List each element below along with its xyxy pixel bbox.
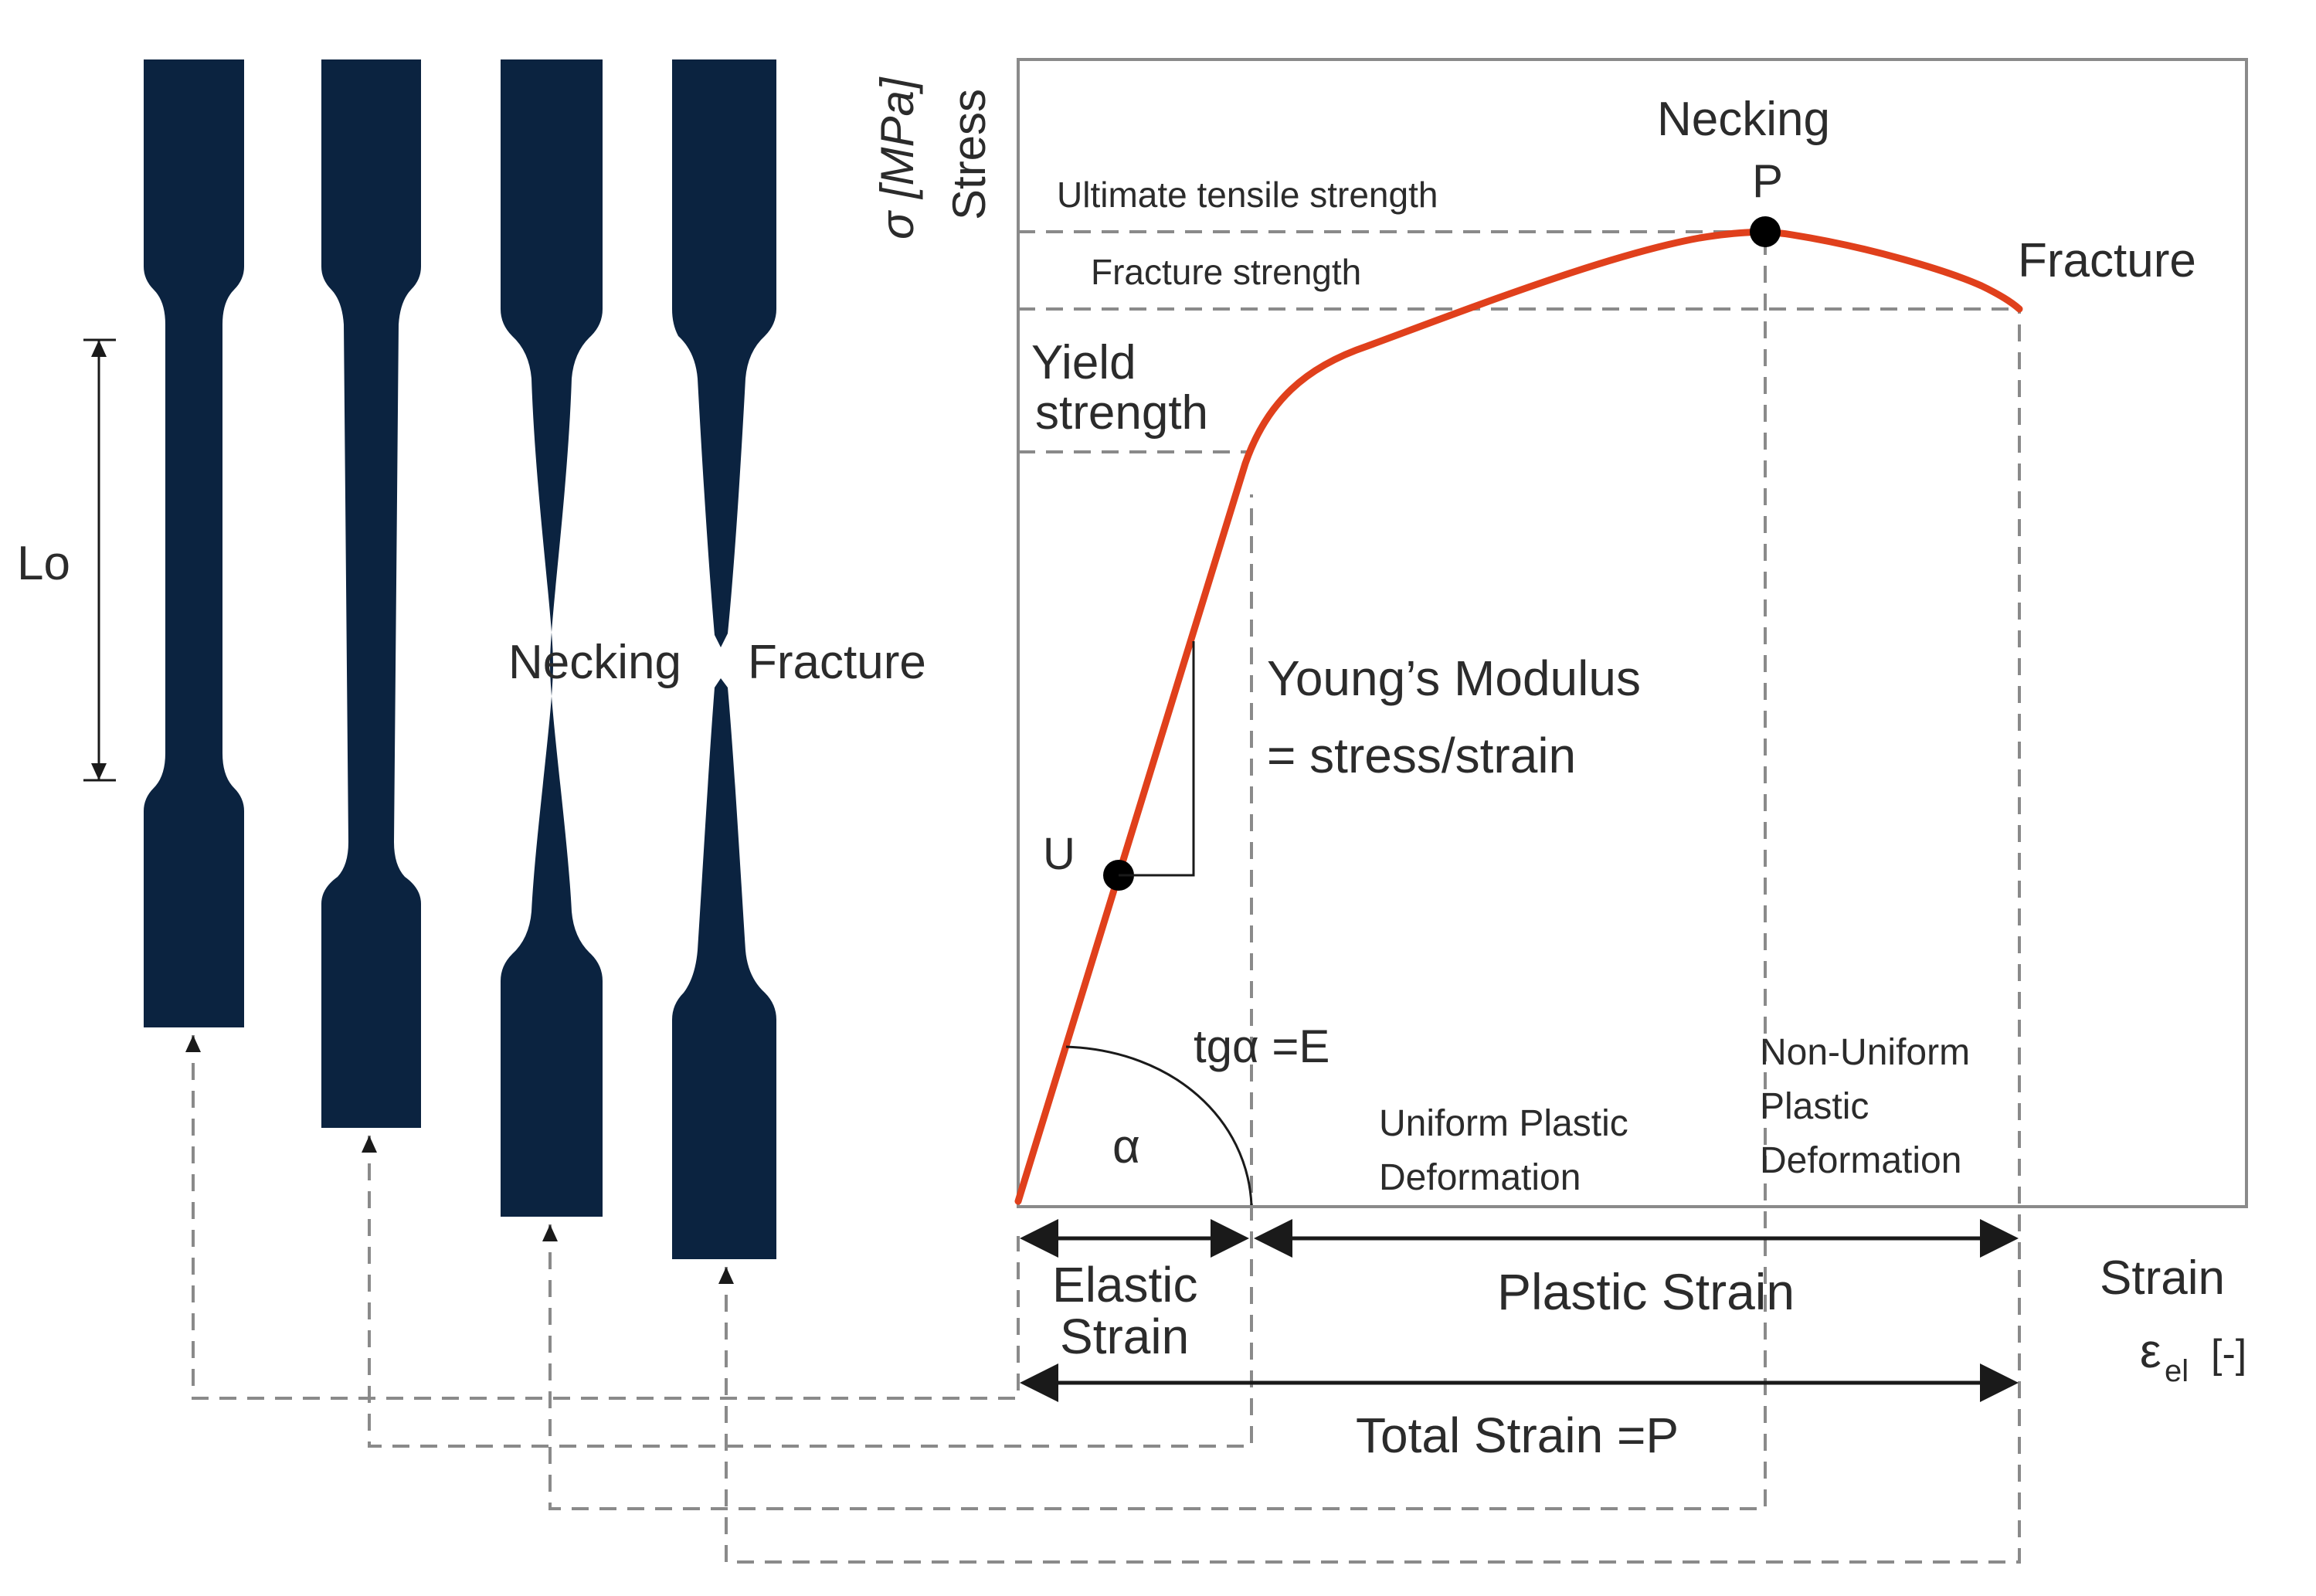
plot-frame bbox=[1017, 58, 2248, 1208]
axis-epsilon-subscript: el bbox=[2165, 1354, 2189, 1388]
youngs-modulus-line1: Young’s Modulus bbox=[1267, 650, 1641, 706]
gauge-arrow-down bbox=[91, 763, 107, 780]
axis-epsilon-symbol: ε bbox=[2140, 1325, 2161, 1378]
uniform-deformation-line1: Uniform Plastic bbox=[1379, 1103, 1628, 1144]
tga-label: tgα =E bbox=[1194, 1020, 1329, 1072]
plastic-strain-label: Plastic Strain bbox=[1497, 1263, 1795, 1320]
point-u-label: U bbox=[1043, 829, 1075, 879]
elastic-strain-line2: Strain bbox=[1060, 1309, 1189, 1364]
axis-epsilon-label: ε el [-] bbox=[2140, 1325, 2246, 1388]
point-p-marker bbox=[1750, 216, 1781, 247]
specimen-connectors bbox=[185, 232, 2021, 1564]
point-p-label: P bbox=[1752, 155, 1783, 207]
alpha-arc bbox=[1065, 1045, 1253, 1206]
nonuniform-deformation-line3: Deformation bbox=[1760, 1140, 1961, 1181]
total-strain-label: Total Strain =P bbox=[1356, 1408, 1679, 1463]
axis-epsilon-unit: [-] bbox=[2211, 1332, 2246, 1377]
specimen-uniform-elongation bbox=[321, 59, 421, 1128]
gauge-arrow-up bbox=[91, 340, 107, 357]
ultimate-strength-label: Ultimate tensile strength bbox=[1057, 175, 1438, 215]
uniform-deformation-line2: Deformation bbox=[1379, 1157, 1581, 1198]
specimen-fracture-lower bbox=[672, 678, 776, 1259]
alpha-label: α bbox=[1112, 1120, 1140, 1173]
fracture-specimen-label: Fracture bbox=[748, 636, 926, 689]
axis-stress-label: Stress bbox=[943, 89, 995, 220]
yield-label-line2: strength bbox=[1035, 386, 1208, 440]
axis-strain-label: Strain bbox=[2100, 1251, 2225, 1305]
specimen-fracture-upper bbox=[672, 59, 776, 647]
fracture-strength-label: Fracture strength bbox=[1091, 252, 1361, 292]
nonuniform-deformation-line2: Plastic bbox=[1760, 1086, 1869, 1127]
necking-specimen-label: Necking bbox=[508, 636, 681, 689]
specimen-necking bbox=[501, 59, 603, 1217]
specimen-original bbox=[144, 59, 244, 1027]
yield-label-line1: Yield bbox=[1031, 336, 1136, 389]
stress-strain-curve bbox=[1014, 229, 2023, 1205]
nonuniform-deformation-line1: Non-Uniform bbox=[1760, 1032, 1970, 1073]
axis-sigma-label: σ [MPa] bbox=[871, 76, 923, 239]
necking-curve-label: Necking bbox=[1657, 93, 1830, 146]
youngs-modulus-line2: = stress/strain bbox=[1267, 728, 1576, 783]
slope-triangle bbox=[1119, 641, 1195, 877]
fracture-curve-label: Fracture bbox=[2018, 234, 2196, 287]
elastic-strain-line1: Elastic bbox=[1052, 1257, 1198, 1312]
gauge-length-label: Lo bbox=[17, 537, 70, 590]
